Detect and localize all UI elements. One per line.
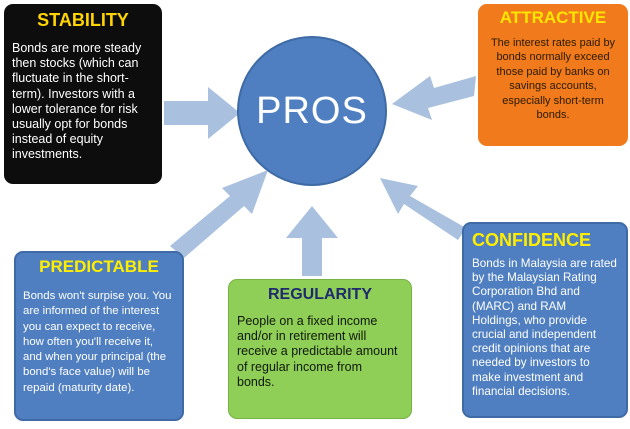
stability-title: STABILITY: [37, 10, 129, 30]
arrow-confidence: [380, 178, 466, 240]
arrow-predictable: [170, 170, 268, 258]
pros-hub: PROS: [237, 36, 387, 186]
stability-box: STABILITY Bonds are more steady then sto…: [4, 4, 162, 184]
regularity-title: REGULARITY: [268, 286, 372, 303]
arrow-stability: [164, 87, 240, 139]
attractive-title: ATTRACTIVE: [499, 8, 607, 27]
predictable-title: PREDICTABLE: [39, 257, 159, 276]
regularity-text: People on a fixed income and/or in retir…: [237, 314, 398, 389]
confidence-text: Bonds in Malaysia are rated by the Malay…: [472, 257, 617, 398]
regularity-box: REGULARITY People on a fixed income and/…: [228, 279, 412, 419]
hub-label: PROS: [256, 89, 368, 132]
confidence-box: CONFIDENCE Bonds in Malaysia are rated b…: [462, 222, 628, 418]
arrow-attractive: [392, 76, 476, 120]
predictable-box: PREDICTABLE Bonds won't surpise you. You…: [14, 251, 184, 421]
confidence-title: CONFIDENCE: [472, 230, 592, 250]
arrow-regularity: [286, 206, 338, 276]
attractive-box: ATTRACTIVE The interest rates paid by bo…: [478, 4, 628, 146]
stability-text: Bonds are more steady then stocks (which…: [12, 41, 142, 162]
predictable-text: Bonds won't surpise you. You are informe…: [23, 290, 172, 394]
attractive-text: The interest rates paid by bonds normall…: [490, 37, 616, 122]
